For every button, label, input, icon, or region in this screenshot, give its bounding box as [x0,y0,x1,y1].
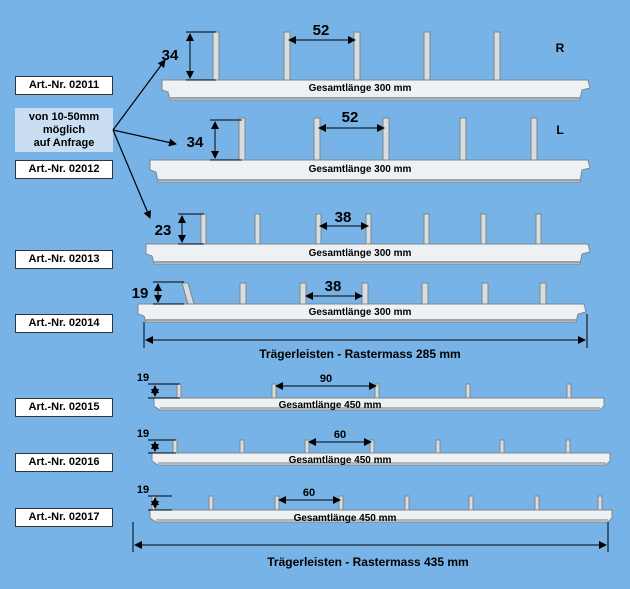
raster-label-435: Trägerleisten - Rastermass 435 mm [267,555,468,569]
length-label: Gesamtlänge 450 mm [294,513,397,524]
rail-body [153,397,605,411]
spacing-label: 38 [325,278,342,295]
spacing-label: 60 [303,487,315,499]
height-label: 34 [187,134,204,151]
rail-02015: 19 90 Gesamtlänge 450 mm [137,372,605,411]
article-label-02011: Art.-Nr. 02011 [15,76,113,95]
raster-dimension-285: Trägerleisten - Rastermass 285 mm [143,314,588,361]
rail-body [149,159,591,183]
height-label: 19 [137,428,149,440]
spacing-label: 38 [335,209,352,226]
note-line-3: auf Anfrage [33,137,95,149]
rail-02012: 34 52 Gesamtlänge 300 mm L [149,109,591,183]
rail-body [137,303,587,323]
height-label: 19 [137,484,149,496]
height-label: 19 [132,285,149,302]
length-label: Gesamtlänge 450 mm [289,455,392,466]
article-label-02016: Art.-Nr. 02016 [15,453,113,472]
height-label: 34 [162,47,179,64]
note-pointers [112,59,177,219]
length-label: Gesamtlänge 300 mm [309,307,412,318]
article-label-02017: Art.-Nr. 02017 [15,508,113,527]
raster-dimension-435: Trägerleisten - Rastermass 435 mm [132,522,609,569]
height-label: 19 [137,372,149,384]
length-label: Gesamtlänge 300 mm [309,83,412,94]
rail-02013: 23 38 Gesamtlänge 300 mm [145,209,591,265]
side-label: L [556,123,563,137]
article-label-02014: Art.-Nr. 02014 [15,314,113,333]
length-label: Gesamtlänge 450 mm [279,400,382,411]
note-line-2: möglich [42,124,86,136]
height-label: 23 [155,222,172,239]
rail-pins [151,495,603,511]
spacing-label: 52 [313,22,330,39]
spacing-label: 90 [320,373,332,385]
length-label: Gesamtlänge 300 mm [309,164,412,175]
article-label-02012: Art.-Nr. 02012 [15,160,113,179]
rail-02017: 19 60 Gesamtlänge 450 mm [137,484,613,524]
rail-body [145,243,591,265]
article-label-02015: Art.-Nr. 02015 [15,398,113,417]
spacing-label: 52 [342,109,359,126]
rail-02014: 19 38 Gesamtlänge 300 mm [132,278,587,323]
raster-label-285: Trägerleisten - Rastermass 285 mm [259,347,460,361]
rail-02016: 19 60 Gesamtlänge 450 mm [137,428,611,466]
side-label: R [556,41,565,55]
spacing-label: 60 [334,429,346,441]
rail-pins [200,213,542,245]
rail-pins [212,31,501,81]
rail-02011: 34 52 Gesamtlänge 300 mm R [161,22,591,101]
rail-pins [238,117,538,161]
note-line-1: von 10-50mm [28,111,100,123]
rail-body [161,79,591,101]
article-label-02013: Art.-Nr. 02013 [15,250,113,269]
rail-pins [172,439,571,454]
rail-body [151,452,611,466]
custom-height-note: von 10-50mm möglich auf Anfrage [15,108,113,152]
length-label: Gesamtlänge 300 mm [309,248,412,259]
rail-pins [181,282,547,305]
